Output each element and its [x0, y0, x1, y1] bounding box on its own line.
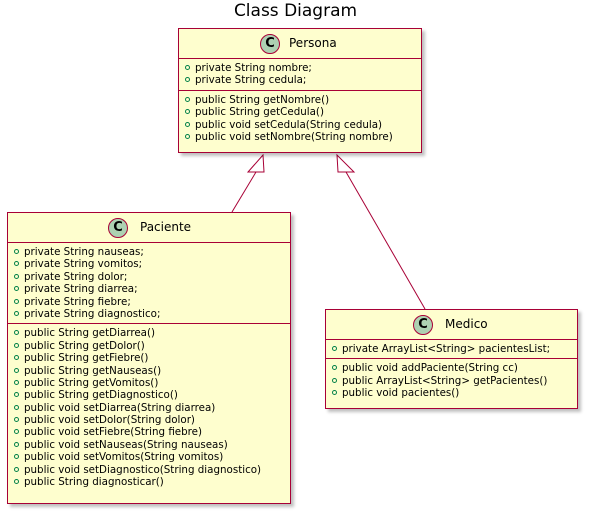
- public-visibility-icon: [185, 77, 190, 83]
- field-row: private String nauseas;: [14, 246, 290, 258]
- field-row: private String diagnostico;: [14, 308, 290, 320]
- field-row: private String diarrea;: [14, 283, 290, 295]
- fields-section: private ArrayList<String> pacientesList;: [326, 340, 577, 358]
- method-row: public void pacientes(): [332, 387, 577, 399]
- fields-section: private String nauseas; private String v…: [8, 243, 290, 323]
- inheritance-arrow-medico: [336, 153, 356, 173]
- method-row: public String getDiagnostico(): [14, 389, 290, 401]
- public-visibility-icon: [185, 65, 190, 70]
- class-c-icon: C: [108, 218, 128, 238]
- inheritance-line-medico: [345, 171, 426, 310]
- class-header: C Persona: [179, 29, 421, 59]
- public-visibility-icon: [14, 342, 19, 348]
- public-visibility-icon: [14, 249, 19, 254]
- field-row: private String cedula;: [185, 74, 421, 86]
- class-name: Medico: [445, 317, 488, 331]
- field-row: private String fiebre;: [14, 296, 290, 308]
- public-visibility-icon: [14, 479, 19, 485]
- class-medico[interactable]: C Medico private ArrayList<String> pacie…: [325, 309, 578, 409]
- method-row: public void addPaciente(String cc): [332, 362, 577, 374]
- class-header: C Paciente: [8, 213, 290, 243]
- method-row: public String getFiebre(): [14, 352, 290, 364]
- method-row: public String getDiarrea(): [14, 327, 290, 339]
- public-visibility-icon: [332, 346, 337, 351]
- method-row: public String getVomitos(): [14, 377, 290, 389]
- public-visibility-icon: [332, 377, 337, 383]
- method-row: public void setVomitos(String vomitos): [14, 451, 290, 463]
- class-persona[interactable]: C Persona private String nombre; private…: [178, 28, 422, 153]
- methods-section: public String getNombre() public String …: [179, 89, 421, 147]
- public-visibility-icon: [14, 441, 19, 447]
- method-row: public void setCedula(String cedula): [185, 119, 421, 131]
- class-header: C Medico: [326, 310, 577, 340]
- class-c-icon: C: [260, 34, 280, 54]
- public-visibility-icon: [14, 310, 19, 316]
- class-name: Persona: [289, 36, 337, 50]
- field-row: private ArrayList<String> pacientesList;: [332, 343, 577, 355]
- public-visibility-icon: [14, 417, 19, 423]
- public-visibility-icon: [14, 298, 19, 304]
- public-visibility-icon: [14, 355, 19, 361]
- method-row: public void setDolor(String dolor): [14, 414, 290, 426]
- public-visibility-icon: [14, 261, 19, 267]
- public-visibility-icon: [185, 133, 190, 139]
- public-visibility-icon: [14, 404, 19, 410]
- method-row: public void setNombre(String nombre): [185, 131, 421, 143]
- inheritance-line-paciente: [231, 171, 257, 213]
- public-visibility-icon: [185, 96, 190, 102]
- field-row: private String dolor;: [14, 271, 290, 283]
- field-row: private String vomitos;: [14, 258, 290, 270]
- public-visibility-icon: [185, 121, 190, 127]
- public-visibility-icon: [14, 286, 19, 292]
- public-visibility-icon: [14, 429, 19, 435]
- method-row: public void setNauseas(String nauseas): [14, 439, 290, 451]
- method-row: public void setFiebre(String fiebre): [14, 426, 290, 438]
- public-visibility-icon: [14, 367, 19, 373]
- fields-section: private String nombre; private String ce…: [179, 59, 421, 90]
- method-row: public void setDiagnostico(String diagno…: [14, 464, 290, 476]
- public-visibility-icon: [14, 392, 19, 398]
- method-row: public void setDiarrea(String diarrea): [14, 402, 290, 414]
- public-visibility-icon: [332, 390, 337, 396]
- method-row: public String diagnosticar(): [14, 476, 290, 488]
- method-row: public String getNauseas(): [14, 365, 290, 377]
- method-row: public String getDolor(): [14, 340, 290, 352]
- methods-section: public void addPaciente(String cc) publi…: [326, 358, 577, 402]
- public-visibility-icon: [14, 330, 19, 336]
- public-visibility-icon: [332, 365, 337, 371]
- class-c-icon: C: [413, 315, 433, 335]
- public-visibility-icon: [14, 273, 19, 279]
- public-visibility-icon: [14, 454, 19, 460]
- public-visibility-icon: [14, 379, 19, 385]
- public-visibility-icon: [185, 109, 190, 115]
- method-row: public String getNombre(): [185, 94, 421, 106]
- inheritance-arrow-paciente: [246, 153, 265, 173]
- method-row: public ArrayList<String> getPacientes(): [332, 375, 577, 387]
- class-name: Paciente: [140, 220, 192, 234]
- field-row: private String nombre;: [185, 62, 421, 74]
- public-visibility-icon: [14, 466, 19, 472]
- class-paciente[interactable]: C Paciente private String nauseas; priva…: [7, 212, 291, 504]
- method-row: public String getCedula(): [185, 106, 421, 118]
- methods-section: public String getDiarrea() public String…: [8, 323, 290, 491]
- diagram-title: Class Diagram: [233, 1, 358, 21]
